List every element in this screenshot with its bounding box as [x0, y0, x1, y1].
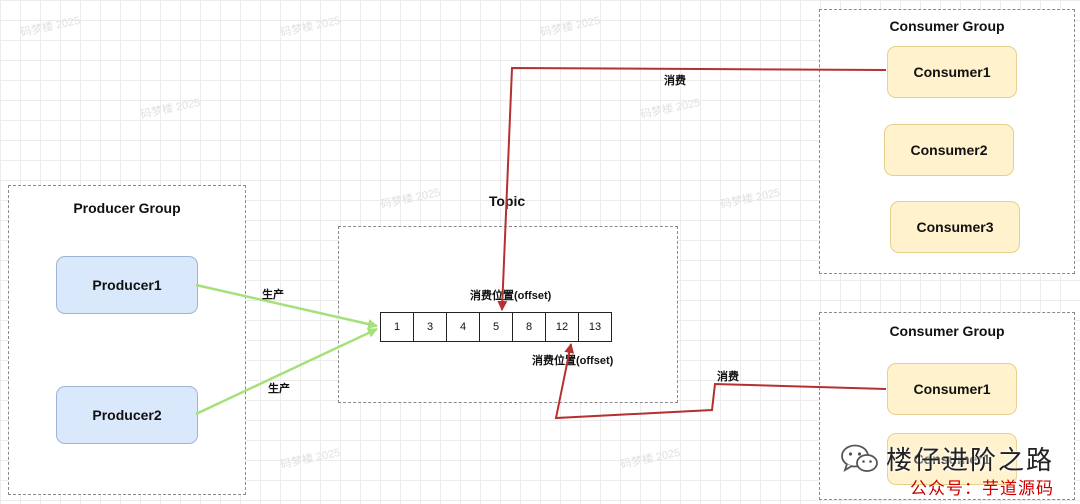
- queue-cell: 5: [479, 312, 513, 342]
- producer-group: Producer Group Producer1 Producer2: [8, 185, 246, 495]
- produce-label-2: 生产: [268, 383, 290, 395]
- consume-label-2: 消费: [717, 371, 739, 383]
- consumer-group-1-consumer-2[interactable]: Consumer2: [884, 124, 1014, 176]
- wechat-icon: [841, 444, 878, 472]
- consumer-group-2-consumer-2[interactable]: Consumer1: [887, 433, 1017, 485]
- offset-label-top: 消费位置(offset): [470, 290, 552, 302]
- topic-queue: 1 3 4 5 8 12 13: [380, 312, 612, 342]
- footer-text: 公众号：芋道源码: [910, 479, 1054, 498]
- consumer-group-1-consumer-1[interactable]: Consumer1: [887, 46, 1017, 98]
- consumer-group-2-title: Consumer Group: [889, 323, 1005, 339]
- queue-cell: 12: [545, 312, 579, 342]
- queue-cell: 13: [578, 312, 612, 342]
- producer-2[interactable]: Producer2: [56, 386, 198, 444]
- produce-edge-1: [195, 283, 378, 329]
- produce-label-1: 生产: [262, 289, 284, 301]
- queue-cell: 1: [380, 312, 414, 342]
- queue-cell: 4: [446, 312, 480, 342]
- queue-cell: 3: [413, 312, 447, 342]
- brand-overlay: 楼仔进阶之路: [840, 440, 1054, 477]
- queue-cell: 8: [512, 312, 546, 342]
- produce-edge-2: [195, 327, 378, 416]
- brand-text: 楼仔进阶之路: [886, 445, 1055, 475]
- consumer-group-1: Consumer Group Consumer1 Consumer2 Consu…: [819, 9, 1075, 274]
- consumer-group-1-consumer-3[interactable]: Consumer3: [890, 201, 1020, 253]
- producer-group-title: Producer Group: [73, 200, 181, 216]
- consumer-group-1-title: Consumer Group: [889, 18, 1005, 34]
- consume-label-1: 消费: [664, 75, 686, 87]
- consumer-group-2-consumer-1[interactable]: Consumer1: [887, 363, 1017, 415]
- producer-1[interactable]: Producer1: [56, 256, 198, 314]
- offset-label-bottom: 消费位置(offset): [532, 355, 614, 367]
- consume-edge-1: [497, 66, 887, 311]
- consume-edge-2: [554, 343, 887, 420]
